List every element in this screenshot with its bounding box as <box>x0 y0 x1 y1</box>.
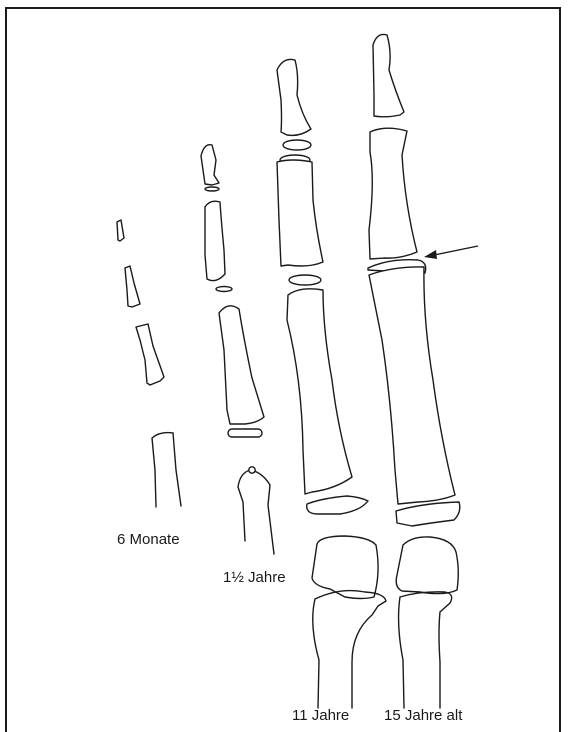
distal-epiphysis-11y <box>283 140 311 150</box>
middle-phalanx-11y <box>277 160 323 266</box>
distal-phalanx-6m <box>117 220 124 241</box>
metacarpal-ossification-center <box>249 467 255 473</box>
proximal-epiphysis-15y <box>396 502 460 526</box>
distal-phalanx-1-5y <box>201 145 219 185</box>
label-15-years: 15 Jahre alt <box>384 708 462 723</box>
finger-15-years <box>368 34 460 708</box>
proximal-epiphysis-11y <box>307 496 368 514</box>
distal-epiphysis-1-5y <box>205 187 219 191</box>
proximal-epiphysis-1-5y <box>228 429 262 437</box>
middle-phalanx-1-5y <box>205 201 225 280</box>
label-11-years: 11 Jahre <box>292 708 349 723</box>
proximal-phalanx-6m <box>136 324 164 385</box>
finger-11-years <box>277 59 386 708</box>
label-6-months: 6 Monate <box>117 532 180 547</box>
metacarpal-head-15y <box>396 537 458 594</box>
metacarpal-1-5y <box>238 470 274 554</box>
middle-epiphysis-11y <box>289 275 321 285</box>
proximal-phalanx-15y <box>369 267 455 504</box>
proximal-phalanx-1-5y <box>219 306 264 424</box>
middle-phalanx-6m <box>125 266 140 307</box>
metacarpal-6m <box>152 433 181 507</box>
growth-plate-arrow <box>424 246 478 259</box>
distal-phalanx-11y <box>277 59 311 135</box>
metacarpal-11y <box>313 591 386 708</box>
metacarpal-15y <box>399 592 452 708</box>
metacarpal-head-11y <box>312 536 378 599</box>
finger-1-5-years <box>201 145 274 554</box>
distal-phalanx-15y <box>373 34 404 116</box>
label-1-5-years: 1½ Jahre <box>223 570 286 585</box>
middle-phalanx-15y <box>369 128 417 259</box>
middle-epiphysis-1-5y <box>216 287 232 292</box>
finger-6-months <box>117 220 181 507</box>
proximal-phalanx-11y <box>287 289 352 494</box>
